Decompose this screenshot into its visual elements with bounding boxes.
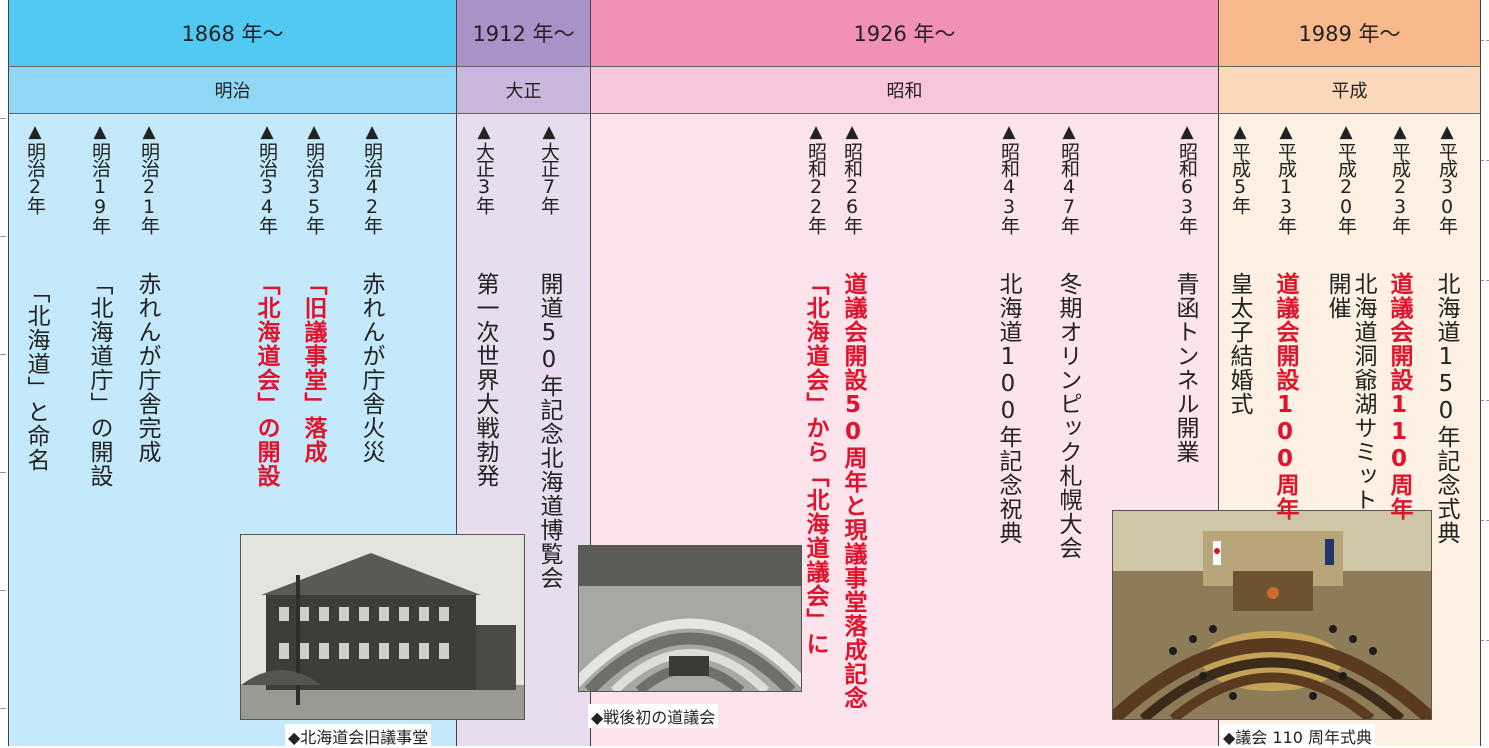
marker-heisei-20: ▲平成20年 xyxy=(1334,122,1358,233)
margin-guide xyxy=(1481,400,1489,401)
margin-guide xyxy=(1481,640,1489,641)
event-taisho-3: 第一次世界大戦勃発 xyxy=(472,272,498,488)
triangle-icon: ▲ xyxy=(539,122,559,142)
triangle-icon: ▲ xyxy=(999,122,1019,142)
old-assembly-hall-photo xyxy=(240,534,525,720)
event-taisho-7: 開道50年記念北海道博覧会 xyxy=(536,272,562,590)
margin-guide xyxy=(0,472,6,473)
triangle-icon: ▲ xyxy=(139,122,159,142)
era-name-heisei: 平成 xyxy=(1219,66,1481,114)
triangle-icon: ▲ xyxy=(1177,122,1197,142)
marker-showa-22: ▲昭和22年 xyxy=(804,122,828,233)
triangle-icon: ▲ xyxy=(1390,122,1410,142)
marker-taisho-7: ▲大正7年 xyxy=(537,122,561,213)
marker-meiji-19: ▲明治19年 xyxy=(88,122,112,233)
year-label: 昭和47年 xyxy=(1058,142,1080,233)
triangle-icon: ▲ xyxy=(806,122,826,142)
event-meiji-34: 「北海道会」の開設 xyxy=(253,272,279,488)
year-label: 平成13年 xyxy=(1275,142,1297,233)
marker-heisei-5: ▲平成5年 xyxy=(1228,122,1252,213)
event-showa-43: 北海道100年記念祝典 xyxy=(995,272,1021,545)
photo-caption: ◆北海道会旧議事堂 xyxy=(285,724,432,748)
triangle-icon: ▲ xyxy=(1230,122,1250,142)
margin-guide xyxy=(0,118,6,119)
postwar-assembly-photo xyxy=(578,545,802,692)
year-label: 大正3年 xyxy=(473,142,495,213)
marker-heisei-13: ▲平成13年 xyxy=(1274,122,1298,233)
photo-caption: ◆戦後初の道議会 xyxy=(588,704,719,728)
year-label: 明治19年 xyxy=(89,142,111,233)
triangle-icon: ▲ xyxy=(1336,122,1356,142)
year-label: 昭和22年 xyxy=(805,142,827,233)
era-name-showa: 昭和 xyxy=(591,66,1219,114)
era-name-taisho: 大正 xyxy=(457,66,591,114)
year-label: 平成20年 xyxy=(1335,142,1357,233)
era-start-heisei: 1989 年〜 xyxy=(1219,0,1481,66)
margin-guide xyxy=(1481,520,1489,521)
event-meiji-2: 「北海道」と命名 xyxy=(23,280,49,472)
event-showa-63: 青函トンネル開業 xyxy=(1172,272,1198,464)
photo-caption: ◆議会 110 周年式典 xyxy=(1220,724,1376,748)
year-label: 明治35年 xyxy=(303,142,325,233)
triangle-icon: ▲ xyxy=(1276,122,1296,142)
year-label: 昭和63年 xyxy=(1176,142,1198,233)
event-heisei-5: 皇太子結婚式 xyxy=(1226,272,1252,416)
triangle-icon: ▲ xyxy=(474,122,494,142)
event-heisei-20: 北海道洞爺湖サミット開催 xyxy=(1324,272,1376,512)
event-meiji-19: 「北海道庁」の開設 xyxy=(86,272,112,488)
year-label: 平成30年 xyxy=(1436,142,1458,233)
year-label: 明治2年 xyxy=(24,142,46,213)
era-start-showa: 1926 年〜 xyxy=(591,0,1219,66)
margin-guide xyxy=(0,354,6,355)
margin-guide xyxy=(0,708,6,709)
event-meiji-35: 「旧議事堂」落成 xyxy=(300,272,326,464)
event-heisei-30: 北海道150年記念式典 xyxy=(1433,272,1459,545)
year-label: 明治21年 xyxy=(138,142,160,233)
event-showa-26: 道議会開設50周年と現議事堂落成記念 xyxy=(840,272,866,710)
triangle-icon: ▲ xyxy=(1437,122,1457,142)
marker-meiji-35: ▲明治35年 xyxy=(302,122,326,233)
triangle-icon: ▲ xyxy=(362,122,382,142)
year-label: 昭和26年 xyxy=(841,142,863,233)
triangle-icon: ▲ xyxy=(304,122,324,142)
year-label: 昭和43年 xyxy=(998,142,1020,233)
margin-guide xyxy=(1481,40,1489,41)
triangle-icon: ▲ xyxy=(1059,122,1079,142)
event-heisei-23: 道議会開設110周年 xyxy=(1386,272,1412,521)
marker-heisei-23: ▲平成23年 xyxy=(1388,122,1412,233)
marker-meiji-42: ▲明治42年 xyxy=(360,122,384,233)
margin-guide xyxy=(0,236,6,237)
margin-guide xyxy=(0,590,6,591)
triangle-icon: ▲ xyxy=(25,122,45,142)
event-showa-22: 「北海道会」から「北海道議会」に xyxy=(802,272,828,656)
marker-heisei-30: ▲平成30年 xyxy=(1435,122,1459,233)
marker-meiji-34: ▲明治34年 xyxy=(255,122,279,233)
marker-showa-63: ▲昭和63年 xyxy=(1175,122,1199,233)
year-label: 明治42年 xyxy=(361,142,383,233)
marker-showa-47: ▲昭和47年 xyxy=(1057,122,1081,233)
event-meiji-21: 赤れんが庁舎完成 xyxy=(134,272,160,464)
marker-showa-43: ▲昭和43年 xyxy=(997,122,1021,233)
event-showa-47: 冬期オリンピック札幌大会 xyxy=(1055,272,1081,560)
era-name-meiji: 明治 xyxy=(8,66,457,114)
triangle-icon: ▲ xyxy=(90,122,110,142)
year-label: 平成23年 xyxy=(1389,142,1411,233)
event-meiji-42: 赤れんが庁舎火災 xyxy=(358,272,384,464)
ceremony-110-photo xyxy=(1112,510,1432,720)
year-label: 明治34年 xyxy=(256,142,278,233)
year-label: 大正7年 xyxy=(538,142,560,213)
triangle-icon: ▲ xyxy=(842,122,862,142)
event-heisei-13: 道議会開設100周年 xyxy=(1272,272,1298,521)
marker-meiji-2: ▲明治2年 xyxy=(23,122,47,213)
margin-guide xyxy=(1481,160,1489,161)
era-start-meiji: 1868 年〜 xyxy=(8,0,457,66)
triangle-icon: ▲ xyxy=(257,122,277,142)
year-label: 平成5年 xyxy=(1229,142,1251,213)
marker-taisho-3: ▲大正3年 xyxy=(472,122,496,213)
era-start-taisho: 1912 年〜 xyxy=(457,0,591,66)
marker-meiji-21: ▲明治21年 xyxy=(137,122,161,233)
marker-showa-26: ▲昭和26年 xyxy=(840,122,864,233)
margin-guide xyxy=(1481,280,1489,281)
